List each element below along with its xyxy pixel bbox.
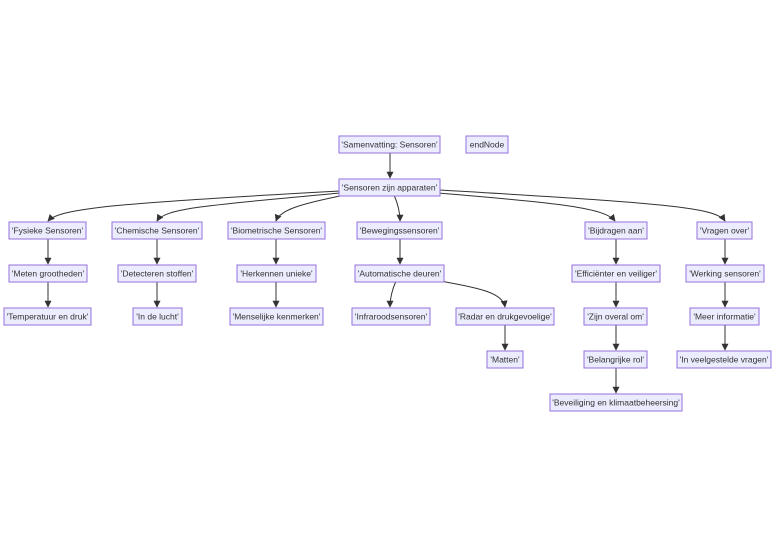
- edge-root-contribute: [437, 192, 616, 222]
- edge-root-questions: [439, 189, 726, 222]
- node-detect-label: 'Detecteren stoffen': [121, 269, 194, 279]
- node-moreinfo: 'Meer informatie': [689, 307, 760, 326]
- node-recognize-label: 'Herkennen unieke': [240, 269, 313, 279]
- node-air-label: 'In de lucht': [136, 312, 179, 322]
- node-radar: 'Radar en drukgevoelige': [455, 307, 555, 326]
- node-moreinfo-label: 'Meer informatie': [693, 312, 756, 322]
- node-working: 'Werking sensoren': [685, 264, 765, 283]
- node-root-label: 'Sensoren zijn apparaten': [342, 183, 438, 193]
- edge-root-physical: [47, 190, 341, 222]
- edge-root-chemical: [156, 192, 341, 222]
- node-summary-label: 'Samenvatting: Sensoren': [341, 140, 438, 150]
- node-motion: 'Bewegingssensoren': [356, 221, 443, 240]
- node-end-label: endNode: [470, 140, 505, 150]
- node-measure-label: 'Meten grootheden': [12, 269, 85, 279]
- node-measure: 'Meten grootheden': [8, 264, 88, 283]
- node-important-label: 'Belangrijke rol': [587, 355, 644, 365]
- node-air: 'In de lucht': [132, 307, 183, 326]
- node-physical-label: 'Fysieke Sensoren': [12, 226, 84, 236]
- node-efficient-label: 'Efficiënter en veiliger': [575, 269, 657, 279]
- node-biometric-label: 'Biometrische Sensoren': [231, 226, 322, 236]
- edges: [44, 153, 729, 394]
- node-summary: 'Samenvatting: Sensoren': [338, 135, 441, 154]
- edge-autodoors-radar: [439, 280, 508, 308]
- node-questions: 'Vragen over': [696, 221, 753, 240]
- node-end: endNode: [465, 135, 509, 154]
- node-everywhere-label: 'Zijn overal om': [587, 312, 644, 322]
- node-contribute: 'Bijdragen aan': [584, 221, 648, 240]
- node-efficient: 'Efficiënter en veiliger': [571, 264, 661, 283]
- node-autodoors-label: 'Automatische deuren': [358, 269, 442, 279]
- node-chemical: 'Chemische Sensoren': [111, 221, 203, 240]
- node-mats-label: 'Matten': [490, 355, 520, 365]
- edge-autodoors-infrared: [386, 280, 397, 308]
- node-faq-label: 'In veelgestelde vragen': [680, 355, 769, 365]
- node-motion-label: 'Bewegingssensoren': [360, 226, 440, 236]
- node-infrared-label: 'Infraroodsensoren': [355, 312, 428, 322]
- node-chemical-label: 'Chemische Sensoren': [115, 226, 200, 236]
- node-temperature: 'Temperatuur en druk': [3, 307, 92, 326]
- node-recognize: 'Herkennen unieke': [236, 264, 317, 283]
- node-autodoors: 'Automatische deuren': [354, 264, 445, 283]
- node-mats: 'Matten': [486, 350, 524, 369]
- node-security-label: 'Beveiliging en klimaatbeheersing': [552, 398, 680, 408]
- node-everywhere: 'Zijn overal om': [583, 307, 648, 326]
- nodes: 'Samenvatting: Sensoren' endNode 'Sensor…: [3, 135, 772, 412]
- node-human: 'Menselijke kenmerken': [229, 307, 324, 326]
- node-faq: 'In veelgestelde vragen': [676, 350, 772, 369]
- edge-root-motion: [393, 194, 404, 222]
- node-questions-label: 'Vragen over': [700, 226, 750, 236]
- edge-root-biometric: [274, 194, 346, 222]
- node-physical: 'Fysieke Sensoren': [8, 221, 87, 240]
- node-detect: 'Detecteren stoffen': [117, 264, 197, 283]
- node-temperature-label: 'Temperatuur en druk': [7, 312, 89, 322]
- node-human-label: 'Menselijke kenmerken': [233, 312, 321, 322]
- node-root: 'Sensoren zijn apparaten': [338, 178, 441, 197]
- node-working-label: 'Werking sensoren': [689, 269, 761, 279]
- node-infrared: 'Infraroodsensoren': [351, 307, 431, 326]
- node-contribute-label: 'Bijdragen aan': [588, 226, 644, 236]
- node-important: 'Belangrijke rol': [583, 350, 648, 369]
- node-radar-label: 'Radar en drukgevoelige': [458, 312, 552, 322]
- node-biometric: 'Biometrische Sensoren': [227, 221, 326, 240]
- node-security: 'Beveiliging en klimaatbeheersing': [549, 393, 683, 412]
